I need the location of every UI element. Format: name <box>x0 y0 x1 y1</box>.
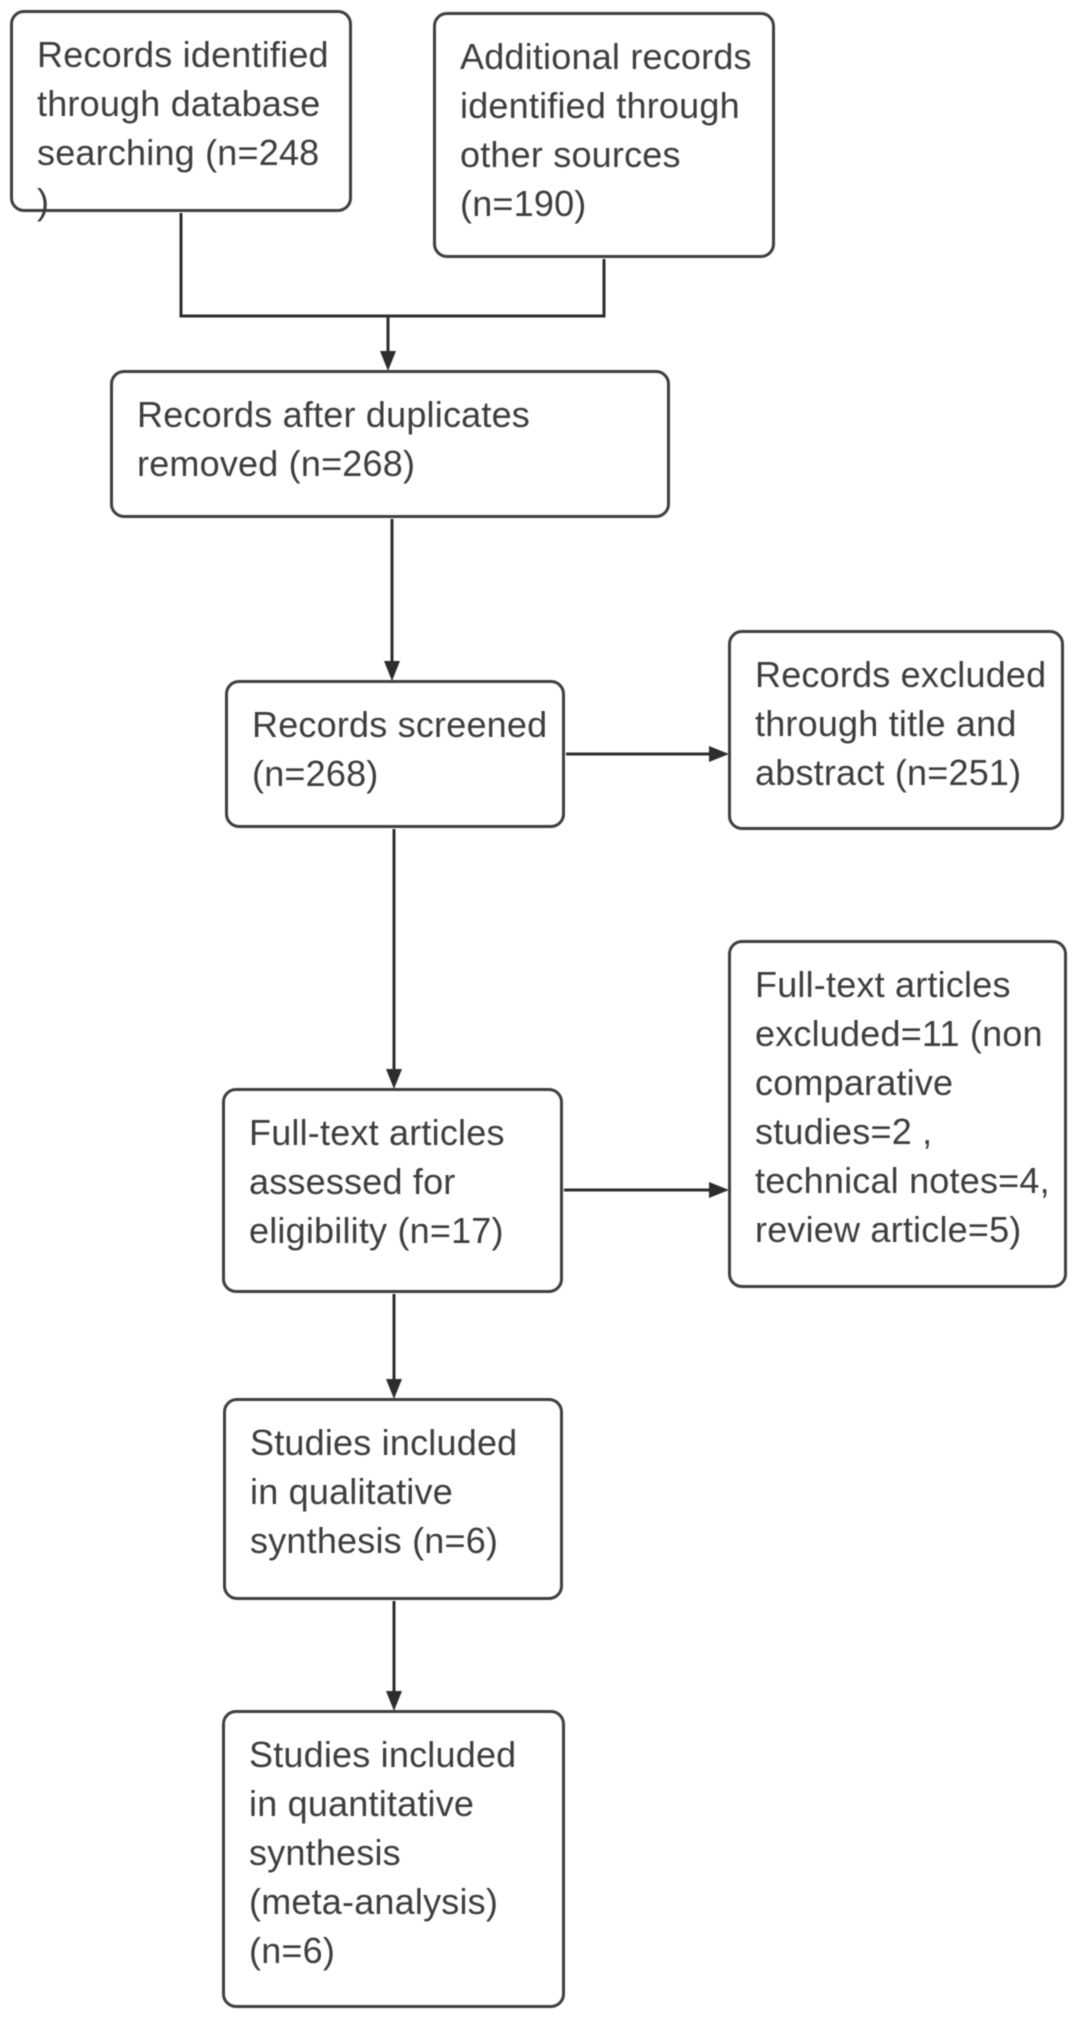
arrowhead-down <box>386 1691 402 1711</box>
box-text-quantitative-synthesis: Studies included in quantitative synthes… <box>249 1734 517 1971</box>
box-text-qualitative-synthesis: Studies included in qualitative synthesi… <box>250 1422 518 1561</box>
box-quantitative-synthesis: Studies included in quantitative synthes… <box>222 1710 565 2008</box>
box-text-fulltext-excluded: Full-text articles excluded=11 (non comp… <box>755 964 1050 1250</box>
arrow-to-records-screened <box>384 519 400 681</box>
arrow-to-quantitative-synthesis <box>386 1601 402 1711</box>
arrow-to-fulltext-excluded <box>564 1182 729 1198</box>
arrowhead-right <box>709 1182 729 1198</box>
box-records-identified-database: Records identified through database sear… <box>10 10 352 222</box>
box-text-records-after-duplicates-removed: Records after duplicates removed (n=268) <box>137 394 530 484</box>
box-additional-records-other-sources: Additional records identified through ot… <box>433 12 775 258</box>
box-fulltext-assessed-eligibility: Full-text articles assessed for eligibil… <box>222 1088 563 1293</box>
box-qualitative-synthesis: Studies included in qualitative synthesi… <box>223 1398 563 1600</box>
arrowhead-down <box>386 1379 402 1399</box>
arrowhead-right <box>709 746 729 762</box>
arrowhead-down <box>386 1069 402 1089</box>
box-text-records-screened: Records screened (n=268) <box>252 704 548 794</box>
box-text-records-excluded-title-abstract: Records excluded through title and abstr… <box>755 654 1047 793</box>
arrow-to-fulltext-assessed <box>386 829 402 1089</box>
arrowhead-down <box>380 351 396 371</box>
box-text-fulltext-assessed-eligibility: Full-text articles assessed for eligibil… <box>249 1112 505 1251</box>
elbow-connector-identification <box>179 213 606 318</box>
box-records-excluded-title-abstract: Records excluded through title and abstr… <box>728 630 1064 830</box>
box-text-records-identified-database: Records identified through database sear… <box>37 34 329 222</box>
box-fulltext-excluded: Full-text articles excluded=11 (non comp… <box>728 940 1067 1288</box>
arrow-to-duplicates-removed <box>380 316 396 371</box>
box-records-after-duplicates-removed: Records after duplicates removed (n=268) <box>110 370 670 518</box>
arrow-to-records-excluded <box>566 746 729 762</box>
arrow-to-qualitative-synthesis <box>386 1294 402 1399</box>
arrowhead-down <box>384 661 400 681</box>
box-text-additional-records-other-sources: Additional records identified through ot… <box>460 36 752 224</box>
box-records-screened: Records screened (n=268) <box>225 680 565 828</box>
